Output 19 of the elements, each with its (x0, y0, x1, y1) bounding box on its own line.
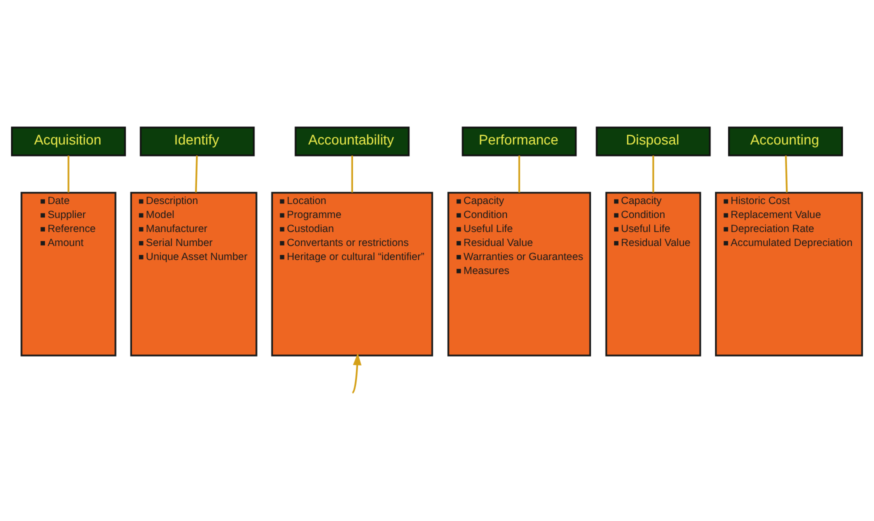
node-box: Disposal (596, 126, 711, 156)
node-box: Capacity Condition Useful Life Residual Value (605, 192, 702, 356)
node-box: Location Programme Custodian Convertants or restrictions Heritage or cultural “identifier” (271, 192, 434, 356)
connector (518, 156, 520, 192)
connector (195, 156, 198, 192)
node-box: Date Supplier Reference Amount (20, 192, 116, 356)
node-box: Accountability (294, 126, 410, 156)
connector (785, 156, 788, 192)
node-box: Historic Cost Replacement Value Depreciation Rate Accumulated Depreciation (715, 192, 863, 356)
node-box: Accounting (728, 126, 843, 156)
node-box: Performance (462, 126, 577, 156)
node-box: Identify (140, 126, 255, 156)
arrow (352, 352, 362, 394)
node-box: Capacity Condition Useful Life Residual Value Warranties or Guarantees Measures (447, 192, 592, 356)
node-box: Description Model Manufacturer Serial Number Unique Asset Number (130, 192, 258, 356)
connector (652, 156, 654, 192)
node-box: Acquisition (11, 126, 126, 156)
connector (351, 156, 354, 192)
connector (68, 156, 70, 192)
